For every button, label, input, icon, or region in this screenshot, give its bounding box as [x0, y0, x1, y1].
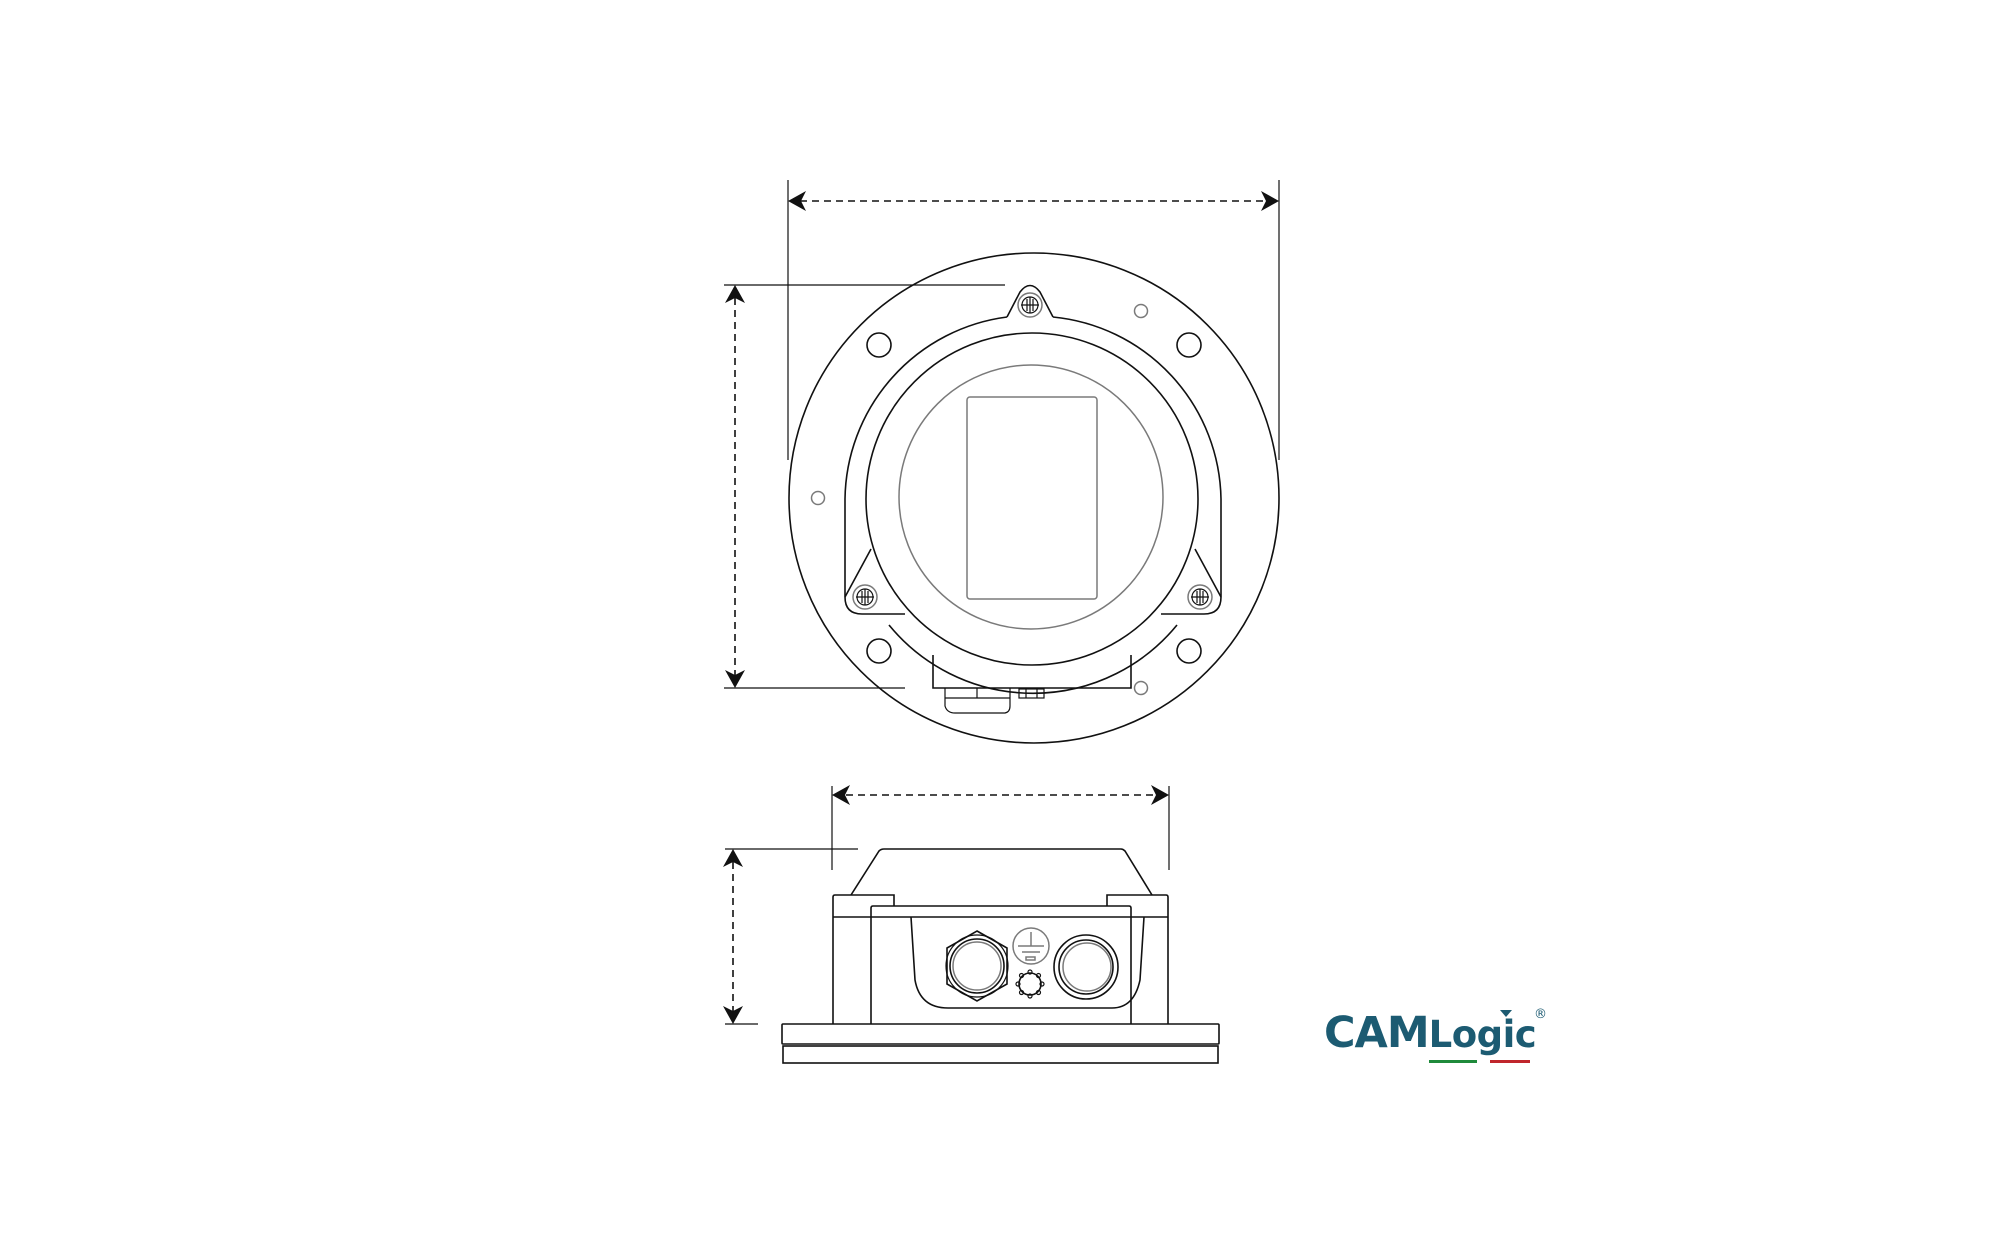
cable-gland: [945, 930, 1009, 1002]
junction-box: [932, 655, 1132, 714]
mounting-hole: [1176, 638, 1202, 664]
mounting-hole: [1176, 332, 1202, 358]
outer-flange: [788, 252, 1280, 744]
height-dimension-top: [724, 284, 1005, 689]
side-view: [723, 785, 1220, 1064]
small-hole: [1133, 680, 1149, 696]
ground-icon: [1012, 927, 1050, 965]
cover: [850, 848, 1153, 896]
window-ring: [898, 364, 1164, 630]
logo-text-logic: Logic: [1428, 1013, 1537, 1056]
registered-mark: ®: [1534, 1007, 1547, 1022]
housing-body: [844, 284, 1222, 694]
housing-side: [832, 894, 1169, 1024]
logo-underline-green: [1429, 1060, 1477, 1063]
camlogic-logo: CAMLogic ®: [1324, 1008, 1547, 1063]
width-dimension-top: [787, 180, 1280, 460]
top-view: [724, 180, 1280, 744]
width-dimension-side: [831, 785, 1170, 870]
logo-text-cam: CAM: [1324, 1008, 1430, 1058]
height-dimension-side: [723, 848, 858, 1025]
bezel-ring: [865, 332, 1199, 666]
display-window: [966, 396, 1098, 600]
logo-accent-icon: [1500, 1010, 1512, 1017]
vent-nut-icon: [1015, 969, 1045, 999]
blanking-plug: [1053, 934, 1119, 1000]
logo-underline-red: [1490, 1060, 1530, 1063]
small-hole: [810, 490, 826, 506]
mounting-hole: [866, 332, 892, 358]
connector-pocket: [910, 916, 1145, 1009]
base-flange: [781, 1023, 1220, 1064]
mounting-hole: [866, 638, 892, 664]
screw-icon: [1017, 292, 1043, 318]
screw-icon: [852, 584, 878, 610]
small-hole: [1133, 303, 1149, 319]
screw-icon: [1187, 584, 1213, 610]
